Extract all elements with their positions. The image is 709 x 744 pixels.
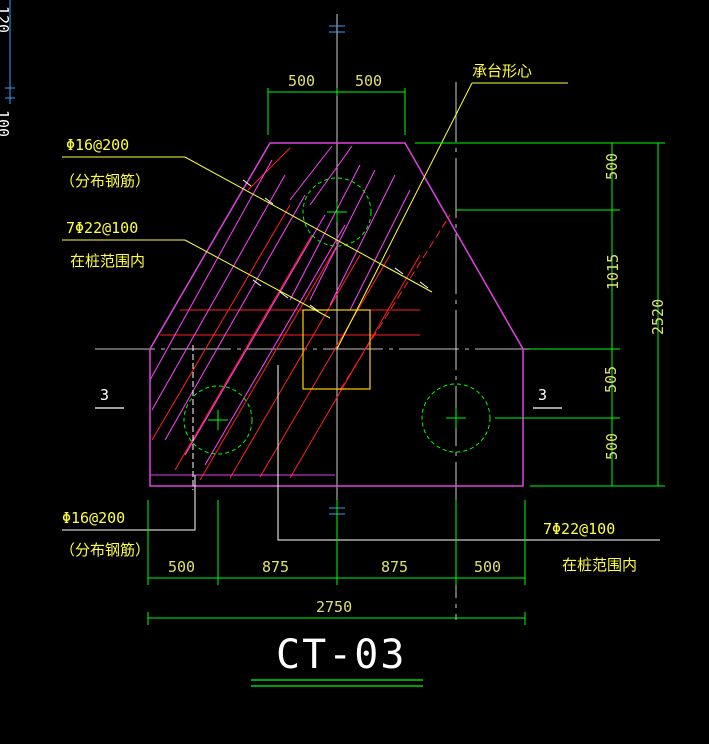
rebar-right-spec: 7Φ22@100 [543, 520, 615, 538]
section-label-left: 3 [100, 386, 109, 404]
rebar-hatch-magenta [149, 145, 411, 466]
corner-mark-100: 100 [0, 110, 12, 137]
rebar-mid-spec: 7Φ22@100 [66, 219, 138, 237]
title-underline [251, 679, 423, 687]
section-marker-left[interactable]: 3 [95, 386, 124, 409]
dim-right-3: 505 [602, 366, 620, 393]
rebar-zone-outline [149, 360, 335, 476]
dim-right-4: 500 [603, 433, 621, 460]
dim-total-width: 2750 [316, 598, 352, 616]
dimension-lines [147, 88, 665, 625]
dim-total-height: 2520 [649, 299, 667, 335]
rebar-hatch-red [151, 147, 451, 481]
dim-bottom-1: 500 [168, 558, 195, 576]
left-edge-remnant: 120 100 [0, 0, 15, 137]
section-marker-right[interactable]: 3 [533, 386, 562, 409]
drawing-title: CT-03 [276, 632, 406, 678]
dim-bottom-4: 500 [474, 558, 501, 576]
dim-bottom-3: 875 [381, 558, 408, 576]
leader-lines [62, 82, 660, 541]
section-label-right: 3 [538, 386, 547, 404]
rebar-top-note: （分布钢筋） [60, 172, 150, 190]
dim-right-2: 1015 [604, 254, 622, 290]
pile-right[interactable] [421, 383, 491, 453]
rebar-right-note: 在桩范围内 [562, 556, 637, 574]
rebar-left-spec: Φ16@200 [62, 509, 125, 527]
corner-mark-120: 120 [0, 6, 12, 33]
pile-cap-outline[interactable] [149, 142, 524, 487]
pile-left[interactable] [183, 385, 253, 455]
centroid-box[interactable] [302, 309, 371, 390]
dim-top-left: 500 [288, 72, 315, 90]
pile-top[interactable] [302, 177, 372, 247]
dimension-texts: 500 500 500 875 875 500 2750 500 1015 50… [168, 72, 667, 616]
centroid-label: 承台形心 [472, 62, 532, 80]
dim-right-1: 500 [603, 153, 621, 180]
rebar-left-note: （分布钢筋） [60, 541, 150, 559]
dim-top-right: 500 [355, 72, 382, 90]
rebar-mid-note: 在桩范围内 [70, 252, 145, 270]
rebar-tick-marks [242, 179, 429, 312]
dim-bottom-2: 875 [262, 558, 289, 576]
rebar-top-spec: Φ16@200 [66, 136, 129, 154]
